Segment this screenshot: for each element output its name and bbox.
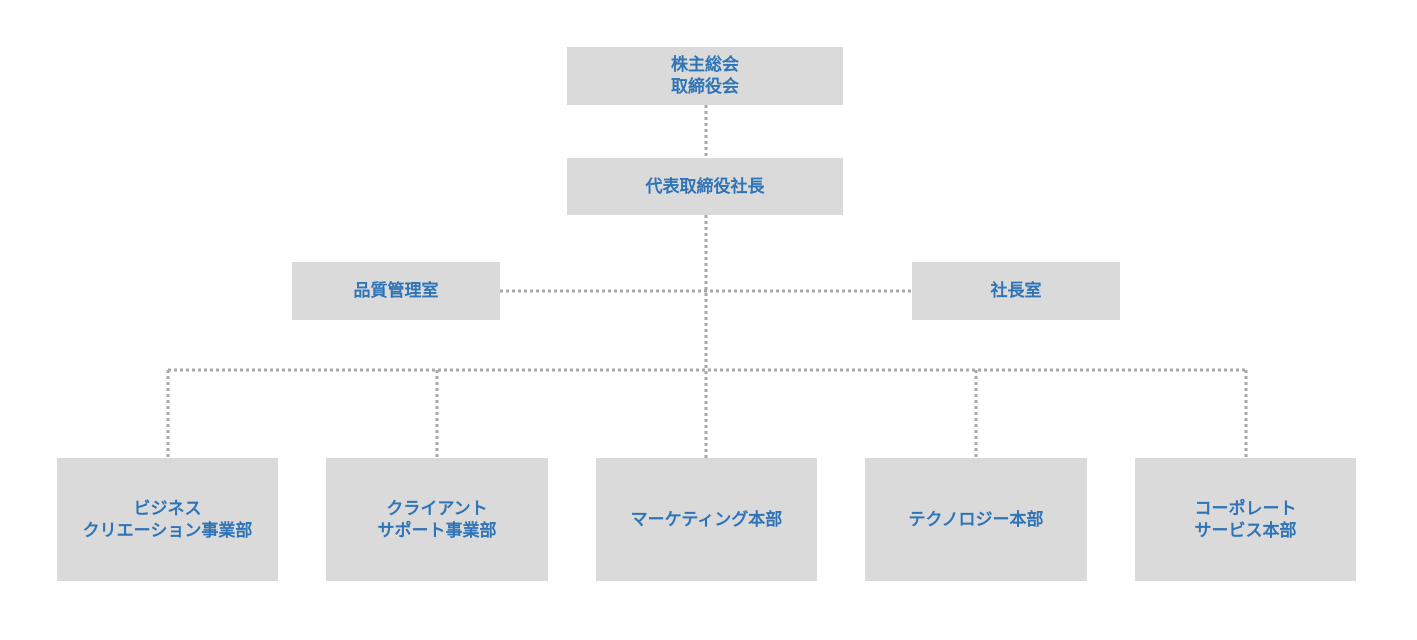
- division-technology-box: テクノロジー本部: [865, 458, 1087, 581]
- division-label-line2: クリエーション事業部: [82, 520, 253, 541]
- shareholders-board-box: 株主総会 取締役会: [567, 47, 843, 105]
- quality-management-label: 品質管理室: [353, 281, 439, 301]
- shareholders-meeting-label: 株主総会: [671, 55, 739, 75]
- division-client-support-box: クライアント サポート事業部: [326, 458, 548, 581]
- division-business-creation-box: ビジネス クリエーション事業部: [57, 458, 278, 581]
- president-office-label: 社長室: [990, 281, 1042, 301]
- division-label-line1: マーケティング本部: [630, 509, 783, 530]
- division-label-line1: コーポレート: [1194, 498, 1297, 519]
- division-corporate-service-box: コーポレート サービス本部: [1135, 458, 1356, 581]
- ceo-box: 代表取締役社長: [567, 158, 843, 215]
- president-office-box: 社長室: [912, 262, 1120, 320]
- division-label-line1: ビジネス: [133, 498, 202, 519]
- division-label-line1: テクノロジー本部: [908, 509, 1044, 530]
- board-of-directors-label: 取締役会: [671, 77, 739, 97]
- quality-management-box: 品質管理室: [292, 262, 500, 320]
- ceo-label: 代表取締役社長: [645, 176, 765, 197]
- division-label-line2: サポート事業部: [377, 520, 497, 541]
- division-label-line1: クライアント: [386, 498, 488, 519]
- division-label-line2: サービス本部: [1194, 520, 1297, 541]
- division-marketing-box: マーケティング本部: [596, 458, 817, 581]
